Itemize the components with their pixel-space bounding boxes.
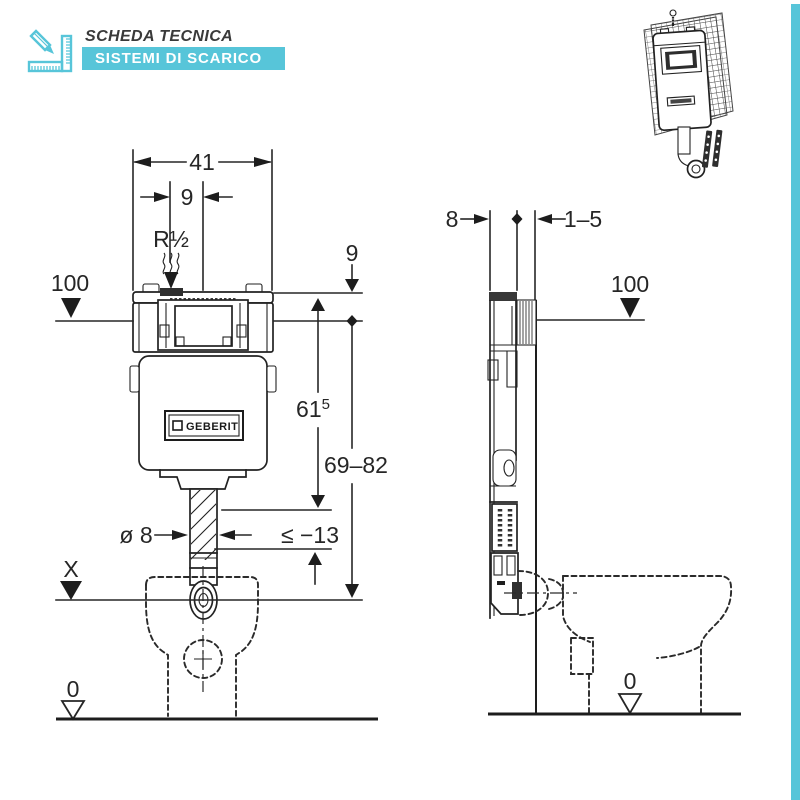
front-view-drawing: GEBERIT	[51, 149, 388, 721]
level-0-right-label: 0	[624, 668, 637, 694]
brand-label: GEBERIT	[186, 421, 238, 433]
level-100-right-label: 100	[611, 271, 649, 297]
dim-depth-label: 8	[446, 206, 459, 232]
dim-supply-offset-label: 9	[181, 184, 194, 210]
fixing-rails-3d	[701, 129, 723, 168]
front-view-dimensions: 41 9 R½ 100 9	[51, 149, 388, 721]
ruler-pencil-icon	[26, 25, 76, 80]
brand-square-icon	[172, 420, 183, 431]
dim-top-to-level-label: 9	[346, 240, 359, 266]
flush-pipe-front	[189, 488, 218, 620]
water-supply-squiggle	[162, 252, 180, 275]
wc-pan-side-outline	[548, 575, 733, 715]
flush-pipe-3d	[677, 126, 706, 179]
cistern-front: GEBERIT	[129, 283, 277, 490]
cistern-3d	[652, 26, 712, 132]
category-badge: SISTEMI DI SCARICO	[82, 47, 285, 70]
dim-pipe-cut-label: ≤ −13	[281, 522, 339, 548]
dim-finish-label: 1–5	[564, 206, 602, 232]
dim-height-label: 615	[296, 396, 330, 422]
side-view-drawing: 8 1–5 100	[446, 206, 741, 716]
level-0-label: 0	[67, 676, 80, 702]
dim-pipe-diameter-label: ø 8	[119, 522, 152, 548]
flush-bend-outline	[517, 570, 549, 616]
side-view-dimensions: 8 1–5 100	[446, 206, 649, 321]
accent-stripe	[791, 4, 800, 800]
level-x-label: X	[63, 556, 78, 582]
screw-3d	[669, 9, 677, 26]
dim-width-label: 41	[189, 149, 215, 175]
supply-thread-label: R½	[153, 226, 189, 252]
page-title: SCHEDA TECNICA	[85, 28, 234, 45]
cistern-side-profile	[487, 292, 577, 619]
product-illustration	[643, 9, 734, 179]
level-100-label: 100	[51, 270, 89, 296]
dim-height-range-label: 69–82	[324, 452, 388, 478]
